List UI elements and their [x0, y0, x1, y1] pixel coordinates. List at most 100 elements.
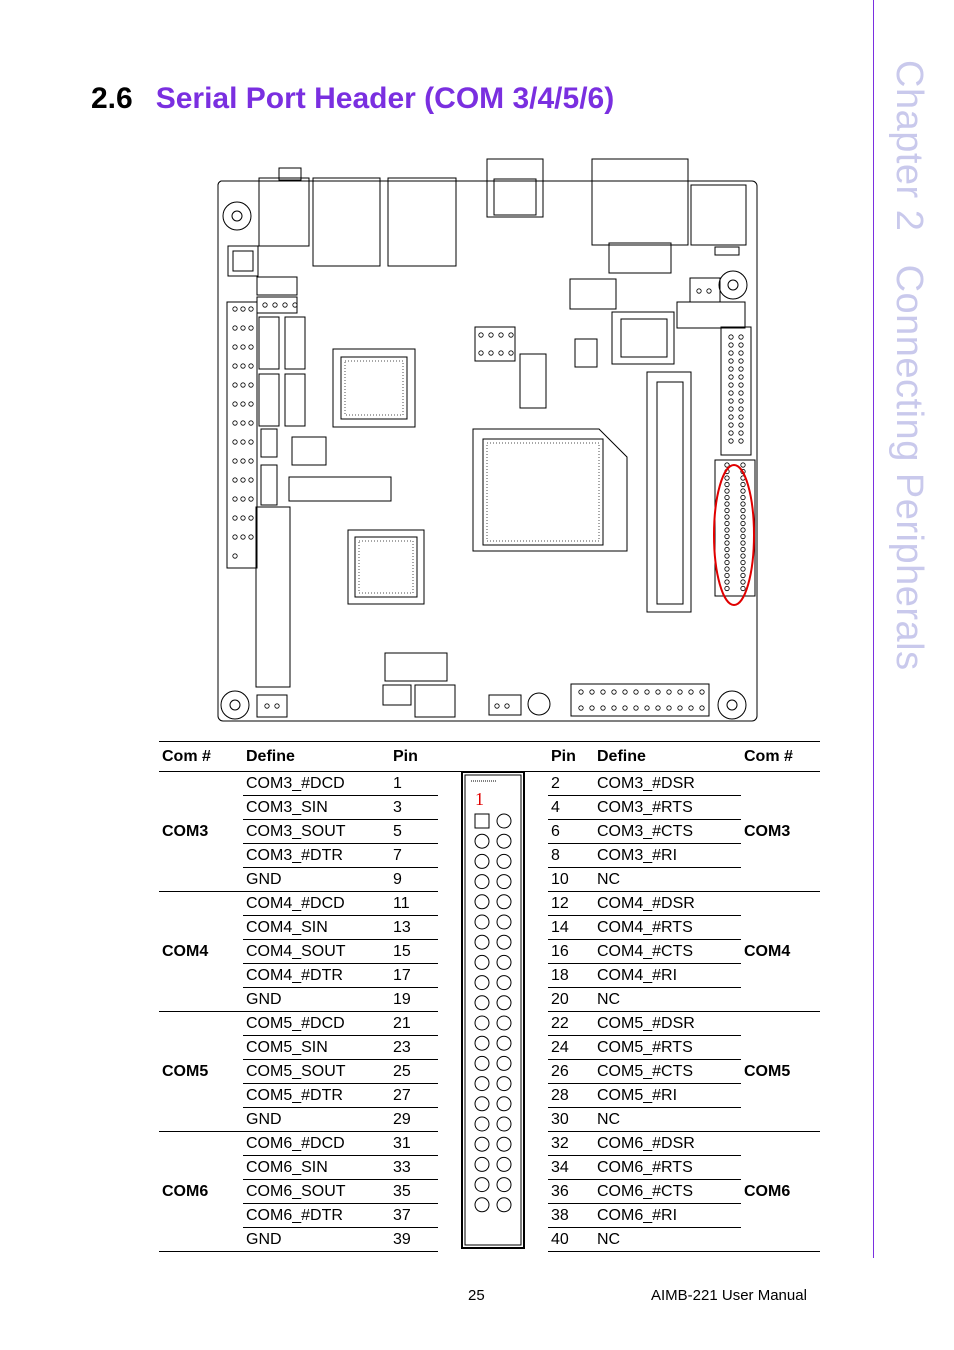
board-pin: [498, 332, 504, 338]
board-pin: [738, 342, 744, 348]
com-group-label-right: COM3: [741, 771, 820, 892]
col-header-define-right: Define: [594, 741, 741, 772]
board-pin: [478, 332, 484, 338]
board-pin: [740, 533, 746, 540]
connector-pin: [496, 1096, 512, 1112]
connector-pin: [496, 894, 512, 910]
pin-define-left: COM5_SIN: [243, 1035, 390, 1060]
motherboard-diagram: [217, 158, 758, 722]
board-pin: [274, 703, 280, 709]
pin-define-right: COM5_#RTS: [594, 1035, 741, 1060]
connector-pin: [474, 1116, 490, 1132]
board-pin: [740, 488, 746, 494]
connector-pin: [496, 954, 512, 970]
board-pin: [724, 481, 730, 488]
board-pin: [738, 334, 744, 340]
pin-number-right: 36: [548, 1179, 594, 1204]
manual-title: AIMB-221 User Manual: [651, 1287, 807, 1304]
pin-number-right: 40: [548, 1227, 594, 1252]
board-pin: [728, 366, 734, 372]
pin-number-left: 35: [390, 1179, 438, 1204]
board-pin: [262, 302, 268, 308]
board-pin: [248, 420, 254, 426]
board-pin: [232, 363, 238, 369]
pin-define-right: COM4_#RTS: [594, 915, 741, 940]
pin-define-right: COM4_#RI: [594, 963, 741, 988]
board-pin: [644, 689, 650, 695]
board-pin: [696, 288, 702, 294]
board-pin: [264, 703, 270, 709]
pin-define-right: COM6_#CTS: [594, 1179, 741, 1204]
pin-number-right: 8: [548, 843, 594, 868]
pin-define-right: COM3_#CTS: [594, 819, 741, 844]
connector-pin: [474, 975, 490, 991]
connector-pin: [496, 1015, 512, 1031]
board-pin: [240, 382, 246, 388]
board-pin: [724, 527, 730, 533]
connector-pin: [474, 1076, 490, 1092]
col-header-connector: [438, 741, 548, 772]
board-pin: [738, 430, 744, 436]
board-pin: [740, 494, 746, 501]
board-pin: [508, 332, 514, 338]
board-pin: [655, 705, 661, 711]
board-pin: [740, 579, 746, 585]
connector-pin: [474, 1096, 490, 1112]
connector-pin: [496, 813, 512, 829]
board-pin: [240, 458, 246, 464]
pin-number-right: 26: [548, 1059, 594, 1084]
pin-number-right: 10: [548, 867, 594, 892]
pin-define-right: COM3_#RTS: [594, 795, 741, 820]
board-pin: [738, 366, 744, 372]
margin-rule: [873, 0, 874, 1258]
pin-number-left: 37: [390, 1203, 438, 1228]
board-pin: [232, 515, 238, 521]
pin-define-right: NC: [594, 867, 741, 892]
board-pin: [633, 689, 639, 695]
board-pin: [724, 520, 730, 527]
pin-define-right: NC: [594, 987, 741, 1012]
board-pin: [589, 705, 595, 711]
pin-number-right: 32: [548, 1131, 594, 1156]
connector-pin: [496, 874, 512, 890]
pin-number-right: 22: [548, 1011, 594, 1036]
pin-define-left: COM4_#DTR: [243, 963, 390, 988]
pin-define-left: COM6_#DCD: [243, 1131, 390, 1156]
board-pin: [724, 546, 730, 553]
section-number: 2.6: [91, 82, 133, 115]
board-pin: [728, 358, 734, 364]
board-pin: [478, 350, 484, 356]
pin-define-left: GND: [243, 1107, 390, 1132]
board-pin: [740, 462, 746, 468]
board-pin: [738, 438, 744, 444]
board-pin: [240, 534, 246, 540]
connector-pin: [496, 1177, 512, 1193]
connector-pin: [474, 995, 490, 1011]
board-pin: [248, 382, 254, 388]
pin-define-right: COM6_#DSR: [594, 1131, 741, 1156]
pin-number-right: 30: [548, 1107, 594, 1132]
connector-pin: [496, 1136, 512, 1152]
board-pin: [248, 306, 254, 312]
board-pin: [248, 496, 254, 502]
board-pin: [498, 350, 504, 356]
board-pin: [724, 559, 730, 566]
chapter-subtitle: Connecting Peripherals: [888, 264, 930, 671]
pin-define-right: COM6_#RTS: [594, 1155, 741, 1180]
board-pin: [706, 288, 712, 294]
pin-number-right: 12: [548, 891, 594, 916]
pin-number-right: 34: [548, 1155, 594, 1180]
board-pin: [699, 705, 705, 711]
pin-define-left: COM3_#DTR: [243, 843, 390, 868]
pin-number-left: 15: [390, 939, 438, 964]
board-pin: [240, 477, 246, 483]
